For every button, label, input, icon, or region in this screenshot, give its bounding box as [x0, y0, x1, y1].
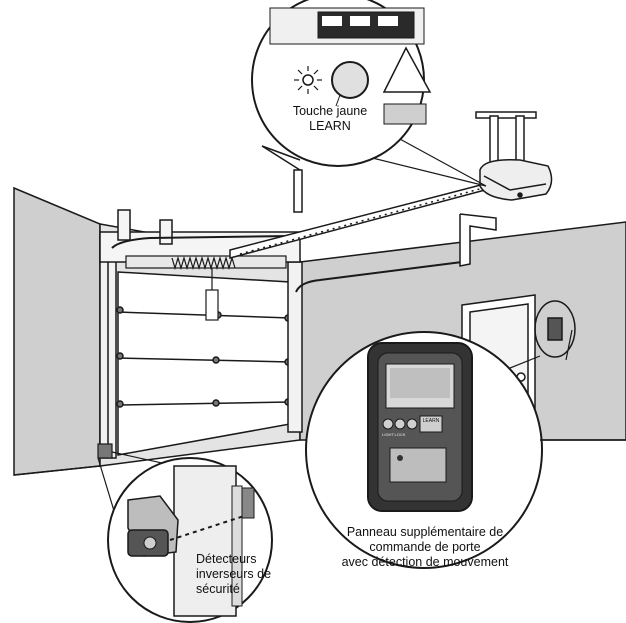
sensor-label-line-2: inverseurs de	[196, 567, 272, 581]
light-button-icon	[382, 418, 394, 430]
led-light-icon	[302, 74, 314, 86]
panel-label-line-2: commande de porte	[369, 540, 481, 554]
opener-motor-unit	[475, 111, 553, 201]
floor-line	[13, 465, 101, 476]
ceiling-bracket-right	[459, 213, 497, 267]
push-bar	[389, 447, 447, 483]
learn-callout	[251, 0, 487, 187]
sensor-callout	[97, 443, 273, 623]
torsion-spring	[125, 255, 287, 321]
door-control-callout	[305, 331, 543, 569]
learn-small-button-icon	[406, 418, 418, 430]
safety-sensor-label: Détecteurs inverseurs de sécurité	[196, 552, 286, 597]
panel-label-line-3: avec détection de mouvement	[341, 555, 509, 569]
panel-light-text: LIGHT	[382, 432, 394, 437]
sensor-small	[97, 443, 113, 459]
garage-door	[99, 209, 303, 459]
panel-learn-text: LEARN	[422, 418, 440, 424]
horizontal-track	[111, 235, 291, 249]
left-wall	[13, 186, 101, 476]
panel-lock-text: LOCK	[394, 432, 406, 437]
right-track	[295, 261, 463, 293]
sensor-label-line-1: Détecteurs	[196, 552, 257, 566]
learn-label-line-1: Touche jaune	[292, 104, 368, 118]
sensor-label-line-3: sécurité	[196, 582, 240, 596]
panel-label-line-1: Panneau supplémentaire de	[346, 525, 504, 539]
ceiling-bracket	[261, 145, 303, 213]
learn-button-icon	[331, 61, 369, 99]
door-control-label: Panneau supplémentaire de commande de po…	[318, 525, 532, 570]
lock-button-icon	[394, 418, 406, 430]
learn-button-label: Touche jaune LEARN	[278, 104, 382, 134]
learn-label-line-2: LEARN	[309, 119, 351, 133]
door-panels	[117, 271, 291, 456]
